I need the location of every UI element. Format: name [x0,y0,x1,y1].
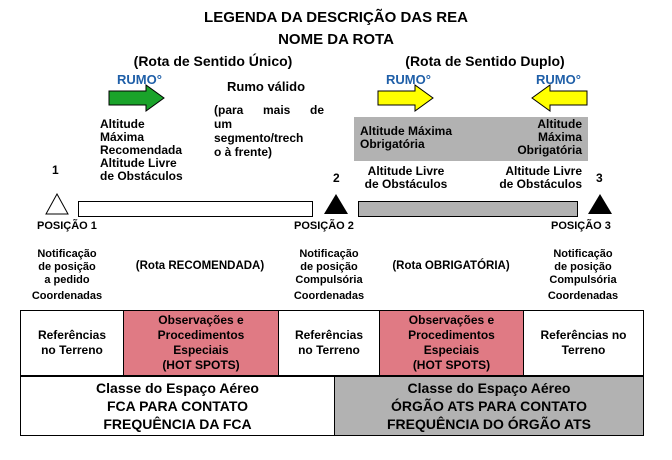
mandatory-route-label: (Rota OBRIGATÓRIA) [392,260,510,272]
mandatory-route-bar [358,201,578,217]
position-label-1: POSIÇÃO 1 [37,220,97,232]
position-label-3: POSIÇÃO 3 [551,220,611,232]
optional-position-triangle-icon [45,193,69,215]
recommended-route-bar [78,201,313,217]
legend-title: LEGENDA DA DESCRIÇÃO DAS REA [204,9,468,26]
one-way-altitude-labels: Altitude Máxima Recomendada Altitude Liv… [100,117,183,183]
two-way-max-right: Altitude Máxima Obrigatória [517,117,582,157]
position-1-notes: Notificação de posição a pedido Coordena… [31,248,103,302]
airspace-class-fca-box: Classe do Espaço Aéreo FCA PARA CONTATO … [20,376,335,436]
position-3-notes: Notificação de posição Compulsória Coord… [547,248,619,302]
position-label-2: POSIÇÃO 2 [294,220,354,232]
recommended-route-label: (Rota RECOMENDADA) [135,260,265,272]
two-way-heading: (Rota de Sentido Duplo) [405,53,565,69]
mandatory-altitude-panel [354,117,588,161]
position-number-1: 1 [52,163,59,177]
two-way-max-left: Altitude Máxima Obrigatória [360,124,453,151]
route-name: NOME DA ROTA [278,31,394,48]
two-way-free-right: Altitude Livre de Obstáculos [499,164,582,191]
rumo-label-two-way-right: RUMO° [536,72,581,87]
yellow-left-arrow-icon [531,84,588,112]
airspace-class-ats-box: Classe do Espaço Aéreo ÓRGÃO ATS PARA CO… [334,376,644,436]
valid-heading-title: Rumo válido [227,79,306,94]
green-right-arrow-icon [108,84,165,112]
position-number-2: 2 [333,171,340,185]
rumo-label-two-way-left: RUMO° [386,72,431,87]
valid-heading-note: (para mais de um segmento/trech o à fren… [214,103,324,159]
compulsory-position-triangle-icon [324,194,348,214]
two-way-free-left: Altitude Livre de Obstáculos [364,164,448,191]
rumo-label-one-way: RUMO° [117,72,162,87]
position-2-notes: Notificação de posição Compulsória Coord… [293,248,365,302]
position-number-3: 3 [596,171,603,185]
compulsory-position-triangle-icon [588,194,612,214]
one-way-heading: (Rota de Sentido Único) [133,53,293,69]
yellow-right-arrow-icon [377,84,434,112]
